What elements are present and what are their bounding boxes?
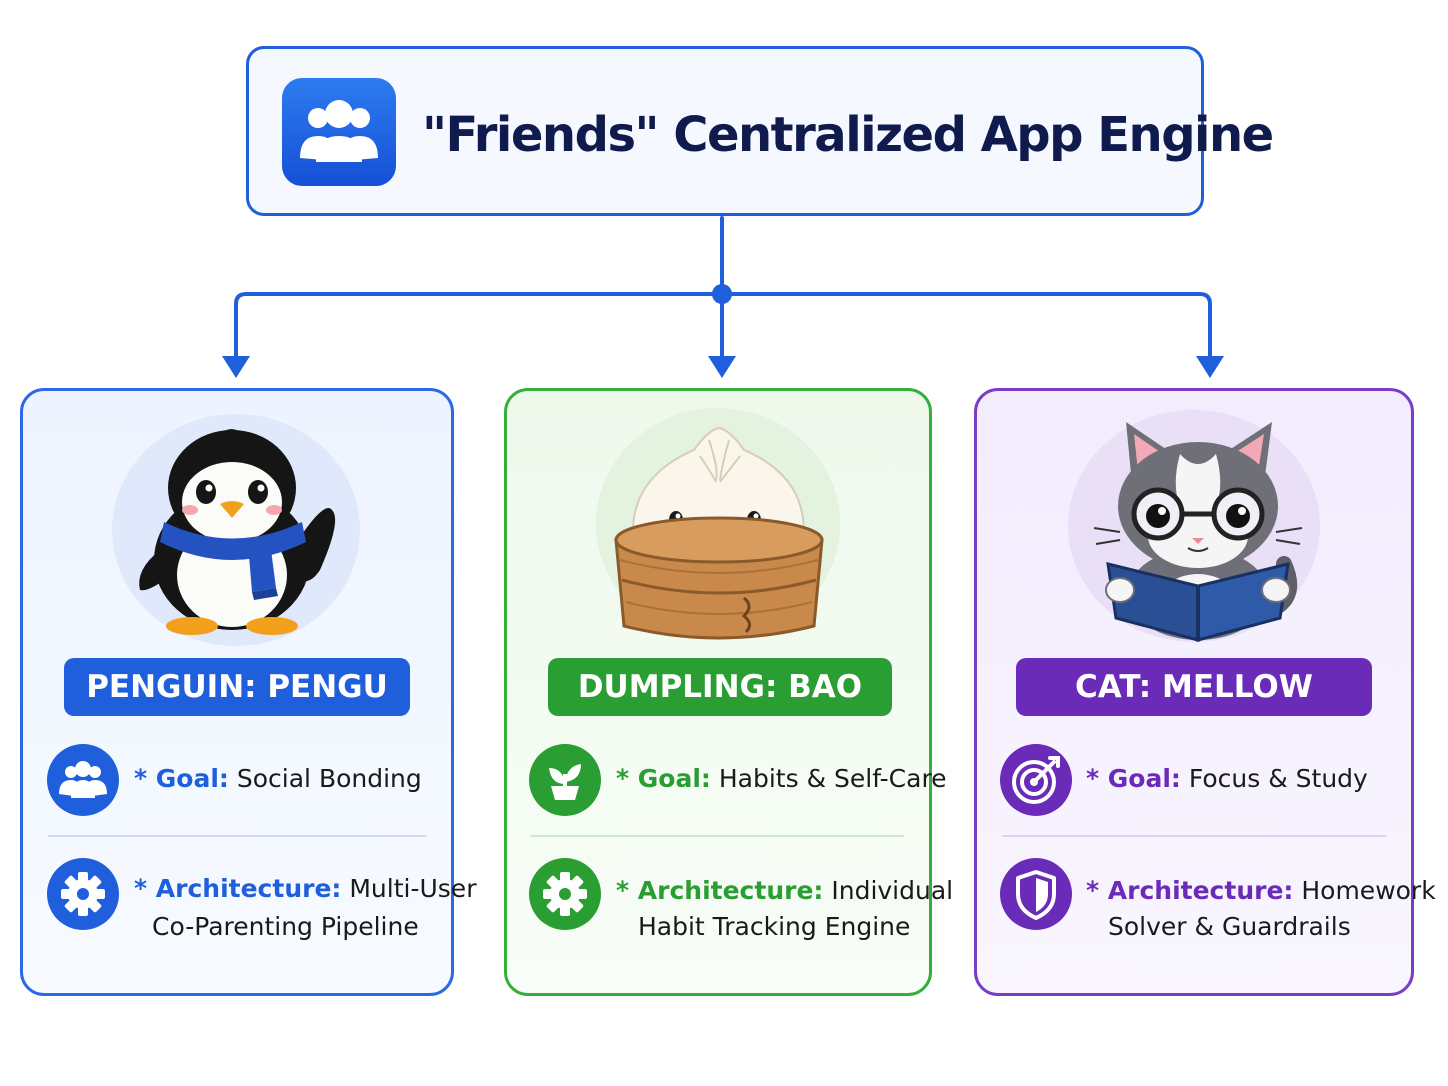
target-icon: [1000, 744, 1072, 816]
goal-prefix: * Goal:: [616, 764, 711, 793]
architecture-prefix: * Architecture:: [134, 874, 342, 903]
architecture-row: * Architecture: Individual: [616, 872, 953, 910]
architecture-row: * Architecture: Homework: [1086, 872, 1436, 910]
architecture-text-line2: Solver & Guardrails: [1108, 912, 1351, 941]
goal-prefix: * Goal:: [134, 764, 229, 793]
goal-prefix: * Goal:: [1086, 764, 1181, 793]
goal-row: * Goal: Social Bonding: [134, 760, 422, 798]
users-icon: [47, 744, 119, 816]
divider: [530, 835, 904, 837]
header-box: [246, 46, 1204, 216]
card-label: CAT: MELLOW: [1016, 658, 1372, 716]
card-label: PENGUIN: PENGU: [64, 658, 410, 716]
architecture-text: Homework: [1301, 876, 1436, 905]
architecture-text: Individual: [831, 876, 954, 905]
gear-icon: [47, 858, 119, 930]
architecture-row: * Architecture: Multi-User: [134, 870, 476, 908]
architecture-prefix: * Architecture:: [1086, 876, 1294, 905]
goal-text: Focus & Study: [1188, 764, 1368, 793]
plant-icon: [529, 744, 601, 816]
architecture-text: Multi-User: [349, 874, 477, 903]
cat-icon: [1093, 422, 1303, 642]
goal-text: Social Bonding: [236, 764, 422, 793]
page-title: "Friends" Centralized App Engine: [422, 107, 1274, 163]
architecture-text-line2: Co-Parenting Pipeline: [152, 912, 419, 941]
users-icon: [282, 78, 396, 186]
architecture-text-line2: Habit Tracking Engine: [638, 912, 911, 941]
goal-row: * Goal: Focus & Study: [1086, 760, 1368, 798]
divider: [1002, 835, 1386, 837]
shield-icon: [1000, 858, 1072, 930]
penguin-icon: [139, 429, 336, 635]
connector-lines: [222, 216, 1224, 378]
dumpling-icon: [614, 426, 824, 640]
goal-text: Habits & Self-Care: [718, 764, 947, 793]
card-label: DUMPLING: BAO: [548, 658, 892, 716]
architecture-prefix: * Architecture:: [616, 876, 824, 905]
gear-icon: [529, 858, 601, 930]
goal-row: * Goal: Habits & Self-Care: [616, 760, 947, 798]
divider: [48, 835, 426, 837]
